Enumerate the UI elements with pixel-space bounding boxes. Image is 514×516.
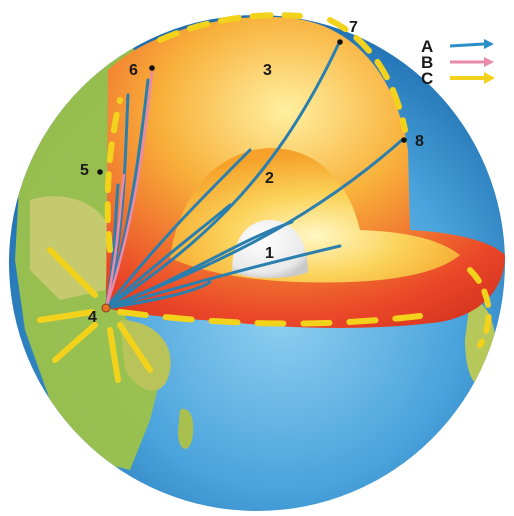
point-5 [97,169,103,175]
legend-label-a: A [421,37,433,56]
legend-label-b: B [421,53,433,72]
epicenter-marker [101,303,111,313]
label-3: 3 [263,62,272,79]
wave-right-edge [467,267,492,348]
seismic-rays [104,43,404,310]
label-1: 1 [265,245,274,262]
ray-core-lower [104,280,212,310]
ray-core-mid [104,244,342,310]
label-5: 5 [80,162,89,179]
label-7: 7 [349,19,358,36]
legend: A B C [421,37,495,88]
ray-core-upper [104,220,294,310]
wave-radial-sw [52,322,98,363]
pink-rays [104,70,154,310]
continent-sahara-tint [30,196,110,300]
label-6: 6 [129,62,138,79]
legend-arrow-c [450,72,495,84]
wave-radial-w [37,309,95,323]
surface-waves [37,12,492,383]
wave-rim-top [157,12,303,43]
continent-madagascar [178,409,194,449]
ray-b-2 [104,173,126,310]
ray-mid-1 [104,148,252,310]
ray-to-7 [104,43,340,310]
legend-arrow-a [449,39,494,49]
point-7 [337,39,343,45]
legend-arrow-b [450,57,494,67]
continent-arabia [120,320,171,391]
ray-b-1 [104,70,154,310]
station-points [97,39,407,175]
label-8: 8 [415,133,424,150]
ray-mid-2 [104,203,232,310]
wave-radial-nw [47,247,98,298]
wave-left-rim [104,97,123,253]
inner-core [232,220,308,278]
point-8 [401,137,407,143]
label-4: 4 [88,309,97,326]
wave-radial-se [117,322,153,373]
wave-radial-s [107,327,121,383]
wave-rim-right [327,17,408,133]
legend-label-c: C [421,69,433,88]
wave-slice-edge [117,309,423,327]
label-2: 2 [265,170,274,187]
point-6 [149,65,155,71]
